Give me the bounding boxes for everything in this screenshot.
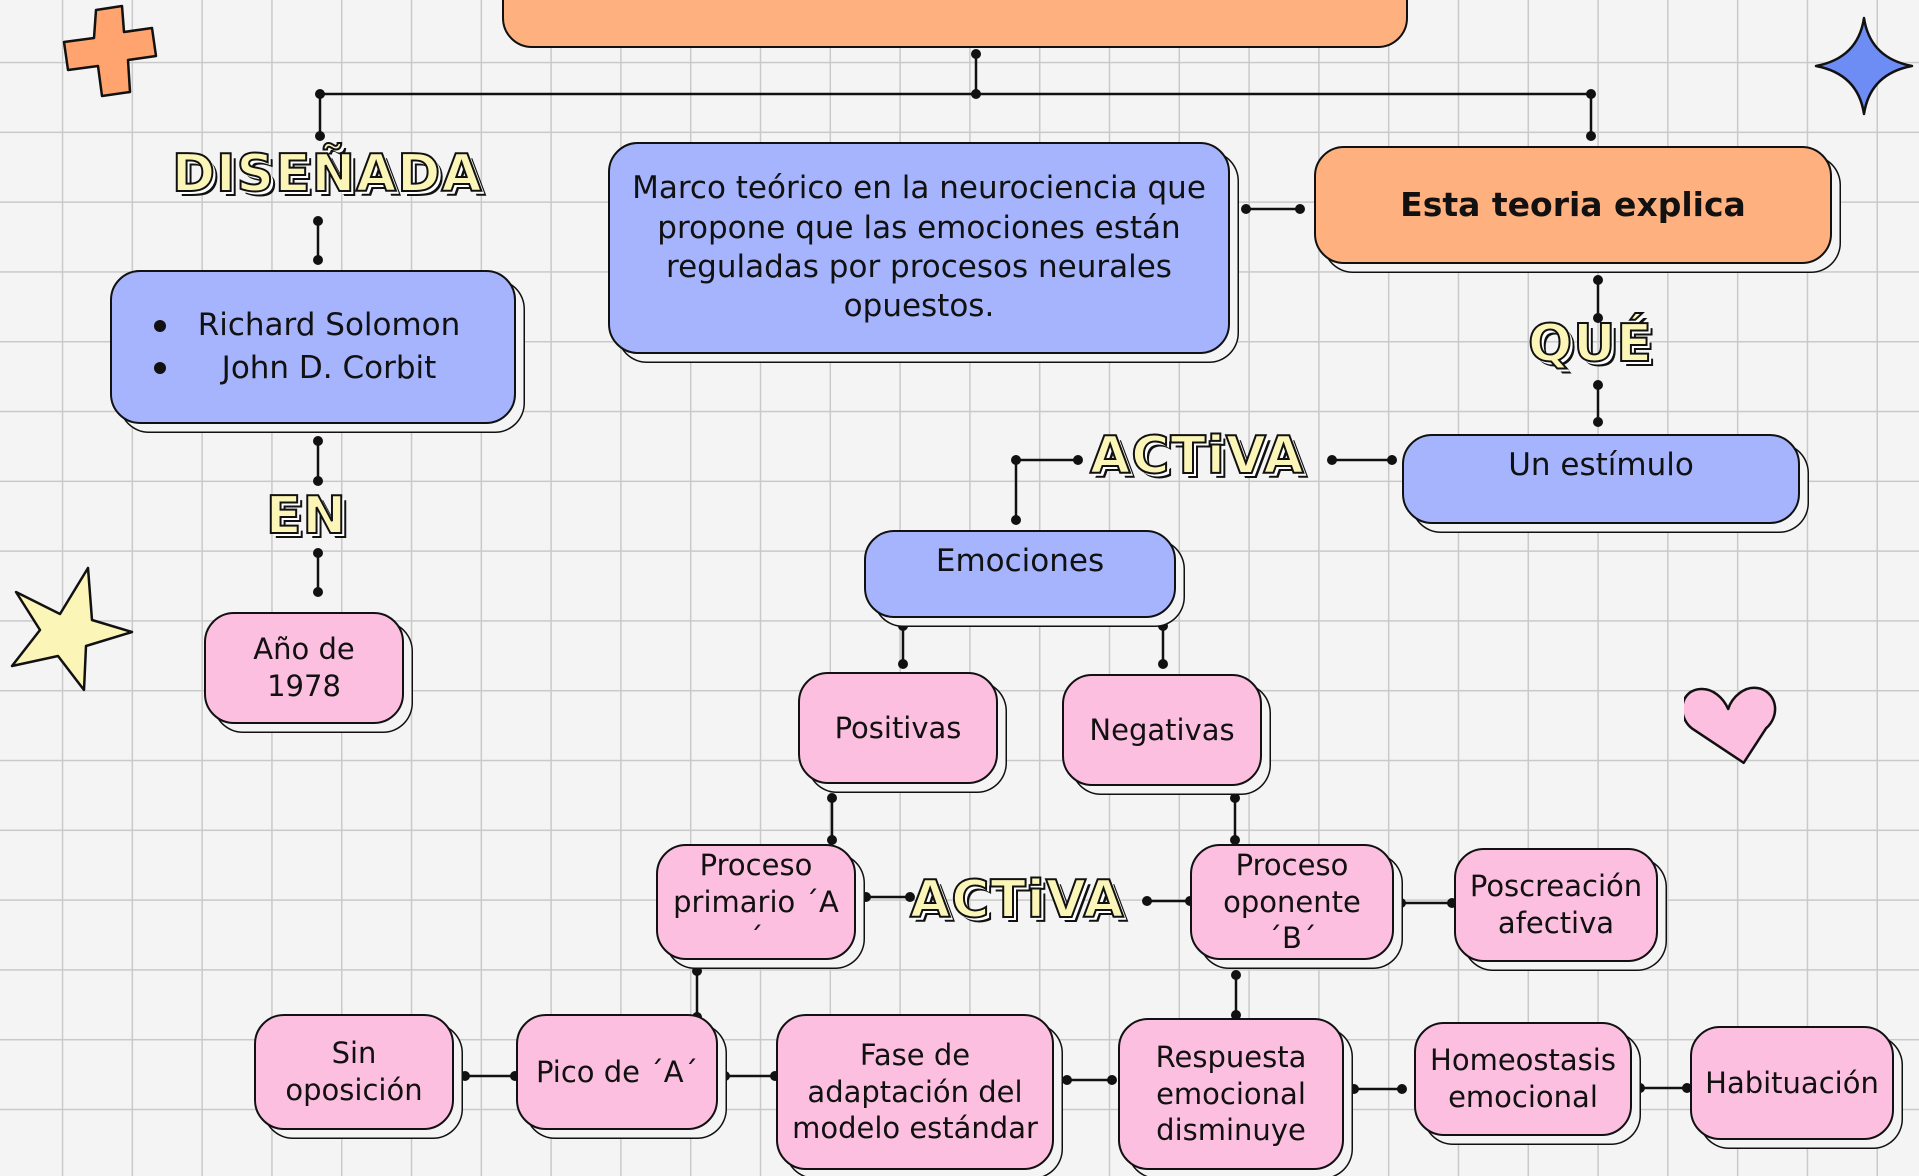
affective-box: Poscreación afectiva — [1454, 848, 1658, 962]
authors-box: Richard Solomon John D. Corbit — [110, 270, 516, 424]
process-a-box: Proceso primario ´A´ — [656, 844, 856, 960]
response-box: Respuesta emocional disminuye — [1118, 1018, 1344, 1170]
connector-in: EN — [265, 485, 348, 547]
negative-box: Negativas — [1062, 674, 1262, 786]
heart-icon — [1684, 686, 1777, 765]
explains-box: Esta teoria explica — [1314, 146, 1832, 264]
author-item: John D. Corbit — [153, 349, 461, 388]
positive-box: Positivas — [798, 672, 998, 784]
star-icon — [10, 566, 134, 692]
habituation-box: Habituación — [1690, 1026, 1894, 1140]
connector-designed: DISEÑADA — [171, 143, 483, 205]
emotions-box: Emociones — [864, 530, 1176, 618]
homeostasis-box: Homeostasis emocional — [1414, 1022, 1632, 1136]
connector-activates: ACTiVA — [1089, 425, 1305, 487]
year-box: Año de 1978 — [204, 612, 404, 724]
process-b-box: Proceso oponente ´B´ — [1190, 844, 1394, 960]
four-point-star-icon — [1814, 16, 1914, 116]
authors-list: Richard Solomon John D. Corbit — [153, 303, 461, 391]
author-item: Richard Solomon — [153, 306, 460, 345]
adaptation-box: Fase de adaptación del modelo estándar — [776, 1014, 1054, 1170]
orange-cross-icon — [62, 4, 158, 98]
definition-box: Marco teórico en la neurociencia que pro… — [608, 142, 1230, 354]
stimulus-box: Un estímulo — [1402, 434, 1800, 524]
title-box — [502, 0, 1408, 48]
connector-what: QUÉ — [1527, 313, 1653, 375]
connector-activates: ACTiVA — [909, 869, 1125, 931]
peak-a-box: Pico de ´A´ — [516, 1014, 718, 1130]
no-opposition-box: Sin oposición — [254, 1014, 454, 1130]
